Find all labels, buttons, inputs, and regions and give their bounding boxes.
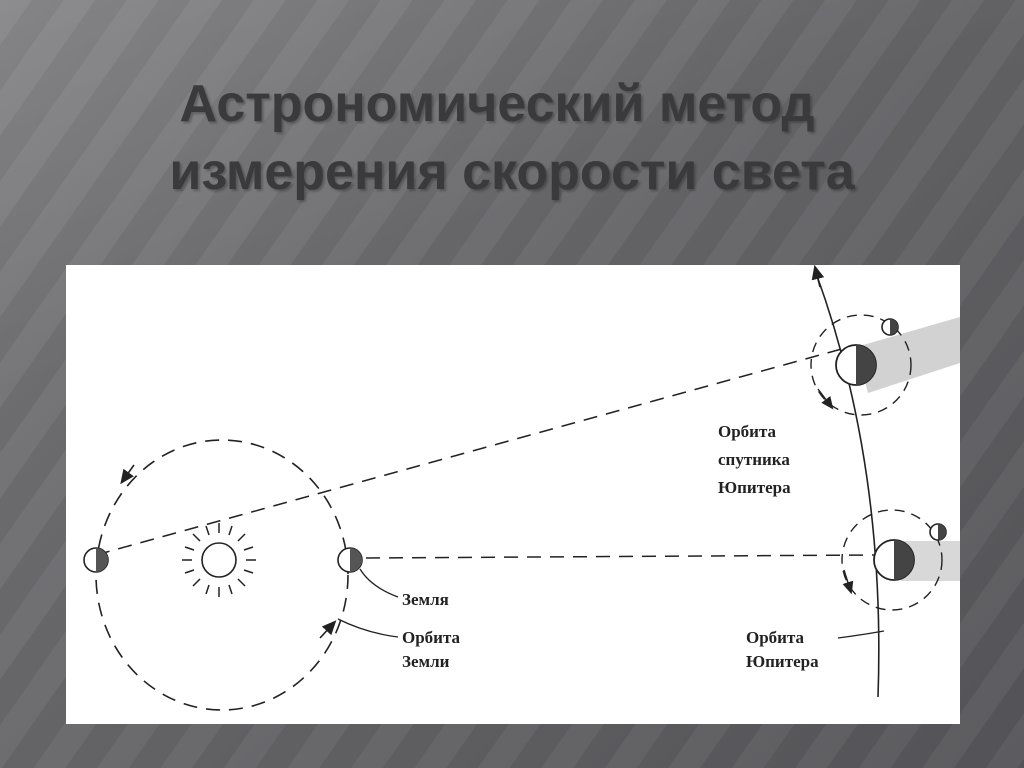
earth-right-icon — [337, 547, 363, 573]
sight-line-near — [365, 554, 875, 559]
satellite-orbit-lower-arrow — [842, 569, 854, 595]
slide-title: Астрономический метод измерения скорости… — [0, 70, 1024, 206]
label-satellite-orbit-2: спутника — [718, 450, 790, 469]
satellite-lower-icon — [929, 523, 947, 541]
label-earth-orbit-1: Орбита — [402, 628, 461, 647]
label-satellite-orbit-3: Юпитера — [718, 478, 791, 497]
satellite-upper-icon — [881, 318, 899, 336]
sight-line-far — [95, 344, 857, 556]
earth-orbit — [95, 439, 349, 711]
label-satellite-orbit-1: Орбита — [718, 422, 777, 441]
earth-orbit-label-leader — [337, 618, 399, 638]
jupiter-shadow-upper — [856, 317, 960, 393]
satellite-orbit-lower — [841, 509, 943, 611]
sun-icon — [182, 523, 256, 597]
diagram-svg: Земля Орбита Земли Орбита спутника Юпите… — [83, 265, 960, 711]
diagram-panel: Земля Орбита Земли Орбита спутника Юпите… — [66, 265, 960, 724]
title-line-1: Астрономический метод — [179, 75, 815, 133]
title-line-2: измерения скорости света — [169, 143, 855, 201]
earth-orbit-arrow-bottom — [319, 620, 337, 639]
label-earth-orbit-2: Земли — [402, 652, 450, 671]
satellite-orbit-upper-arrow — [817, 388, 834, 410]
jupiter-lower-icon — [873, 539, 915, 581]
jupiter-orbit-arrow — [811, 265, 825, 288]
earth-label-leader — [359, 568, 399, 598]
label-jupiter-orbit-2: Юпитера — [746, 652, 819, 671]
earth-orbit-arrow-top — [120, 464, 135, 485]
jupiter-upper-icon — [835, 344, 877, 386]
earth-left-icon — [83, 547, 109, 573]
label-jupiter-orbit-1: Орбита — [746, 628, 805, 647]
label-earth: Земля — [402, 590, 449, 609]
satellite-orbit-upper — [810, 314, 912, 416]
jupiter-orbit-label-leader — [837, 630, 885, 639]
jupiter-orbit — [815, 272, 880, 698]
